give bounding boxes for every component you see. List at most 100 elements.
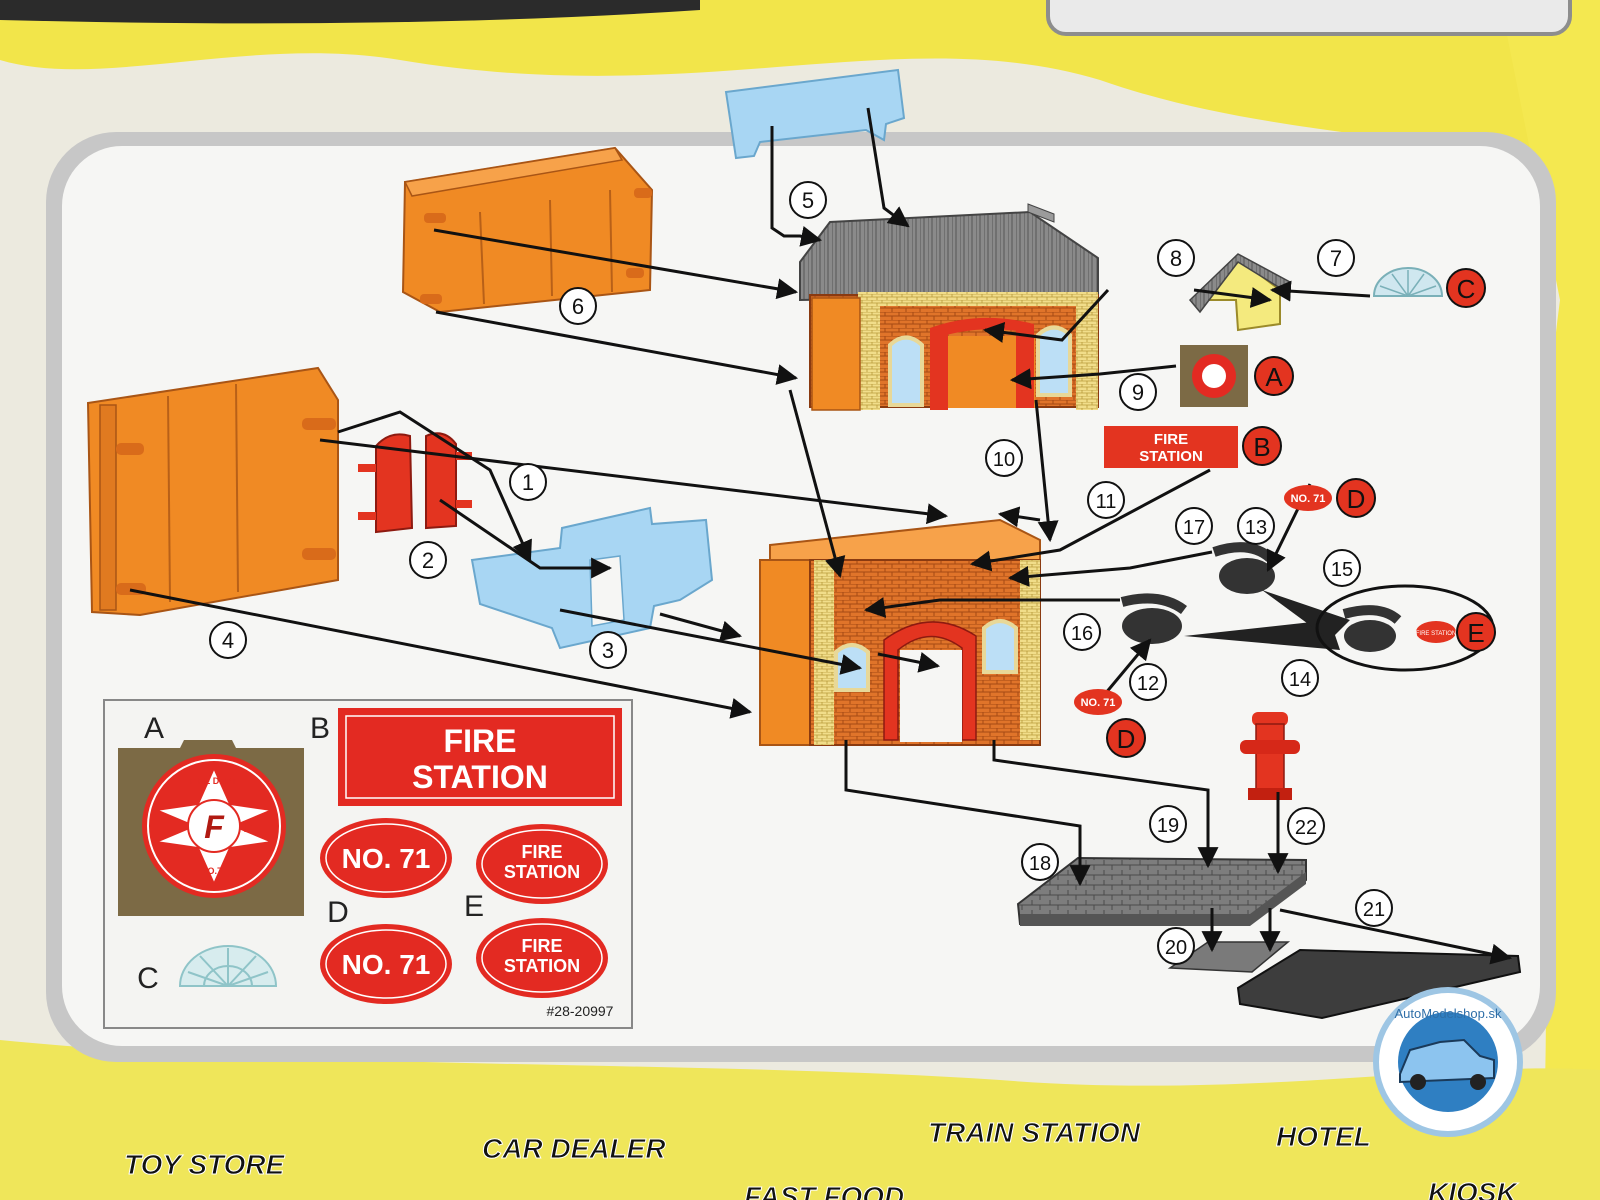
callout-6: 6 [559,287,597,325]
tag-text: NO. 71 [1291,493,1326,505]
callout-number: 21 [1363,899,1385,921]
sticker-a-emblem: FIRE DEPT. NO.71 F F D [118,740,304,916]
series-train-station: TRAIN STATION [928,1117,1141,1148]
sign-line2: STATION [1139,448,1203,465]
callout-11: 11 [1087,481,1125,519]
oval-line1: FIRE [521,936,562,956]
oval-line1: FIRE [521,842,562,862]
callout-number: 4 [222,628,234,653]
callout-circle [509,463,547,501]
tag-text: FIRE STATION [1416,631,1456,637]
callout-circle [209,621,247,659]
callout-number: 13 [1245,517,1267,539]
orange-upper-wall [401,146,654,314]
callout-18: 18 [1021,843,1059,881]
callout-2: 2 [409,541,447,579]
callout-1: 1 [509,463,547,501]
callout-circle [985,439,1023,477]
callout-number: 12 [1137,673,1159,695]
callout-9: 9 [1119,373,1157,411]
callout-20: 20 [1157,927,1195,965]
orange-side-wall [86,366,339,617]
callout-16: 16 [1063,613,1101,651]
connector-plate [1167,941,1291,973]
sticker-no71-tag-top: NO. 71 [1284,485,1332,511]
upper-floor-building [799,203,1099,411]
callout-5: 5 [789,181,827,219]
callout-21: 21 [1355,889,1393,927]
sign-b-line2: STATION [412,759,548,795]
sticker-fire-station-tag: FIRE STATION [1416,621,1456,643]
sticker-sheet: A B C D E FIRE DEPT. NO.71 F F D FIRE ST… [103,699,633,1029]
callout-number: 5 [802,188,814,213]
oval-line2: STATION [504,956,580,976]
series-toy-store: TOY STORE [124,1149,286,1180]
callout-circle [1157,239,1195,277]
sticker-d-oval-upper: NO. 71 [320,818,452,898]
sticker-e-oval-lower: FIRE STATION [476,918,608,998]
fire-hydrant [1240,712,1300,800]
sheet-letter-b: B [310,712,330,745]
callout-circle [1323,549,1361,587]
sticker-d-oval-lower: NO. 71 [320,924,452,1004]
small-emblem-sticker [1180,345,1248,407]
part-number: #28-20997 [547,1003,614,1019]
callout-circle [1281,659,1319,697]
callout-circle [1237,507,1275,545]
callout-circle [559,287,597,325]
callout-13: 13 [1237,507,1275,545]
series-kiosk: KIOSK [1428,1177,1518,1200]
callout-15: 15 [1323,549,1361,587]
callout-19: 19 [1149,805,1187,843]
marker-b: B [1253,432,1270,462]
watermark-text: AutoModelshop.sk [1395,1006,1502,1021]
callout-number: 2 [422,548,434,573]
sticker-no71-tag-bottom: NO. 71 [1074,689,1122,715]
callout-14: 14 [1281,659,1319,697]
callout-circle [1287,807,1325,845]
oval-line2: STATION [504,862,580,882]
tag-text: NO. 71 [1081,697,1116,709]
yellow-splash-top [0,0,1600,210]
callout-number: 19 [1157,815,1179,837]
fan-window-piece [1372,267,1444,297]
callout-8: 8 [1157,239,1195,277]
sheet-letter-e: E [464,890,484,923]
callout-7: 7 [1317,239,1355,277]
callout-circle [1149,805,1187,843]
callout-number: 8 [1170,246,1182,271]
emblem-top-text: FIRE DEPT. [190,776,239,786]
callout-number: 3 [602,638,614,663]
watermark-badge: AutoModelshop.sk [1373,987,1523,1137]
sticker-b-sign: FIRE STATION [338,708,622,806]
callout-number: 15 [1331,559,1353,581]
dark-base-plate [1236,948,1522,1020]
top-right-badge [1046,0,1572,36]
marker-d-top: D [1347,484,1366,514]
callout-number: 18 [1029,853,1051,875]
callout-22: 22 [1287,807,1325,845]
sheet-letter-c: C [137,962,159,995]
series-hotel: HOTEL [1276,1121,1371,1152]
marker-d-bottom: D [1117,724,1136,754]
callout-circle [1157,927,1195,965]
callout-circle [1021,843,1059,881]
callout-circle [409,541,447,579]
marker-c: C [1457,274,1476,304]
callout-number: 9 [1132,380,1144,405]
assembly-arrows [129,107,1513,965]
marker-a: A [1265,362,1283,392]
callout-number: 6 [572,294,584,319]
callout-4: 4 [209,621,247,659]
callout-number: 20 [1165,937,1187,959]
callout-circle [1355,889,1393,927]
oval-text: NO. 71 [342,949,431,980]
callout-circle [1087,481,1125,519]
callout-3: 3 [589,631,627,669]
sticker-ref-markers: C A B D E D [1106,268,1496,758]
yellow-splash-bottom [0,1040,1600,1200]
callout-10: 10 [985,439,1023,477]
marker-e: E [1467,618,1484,648]
